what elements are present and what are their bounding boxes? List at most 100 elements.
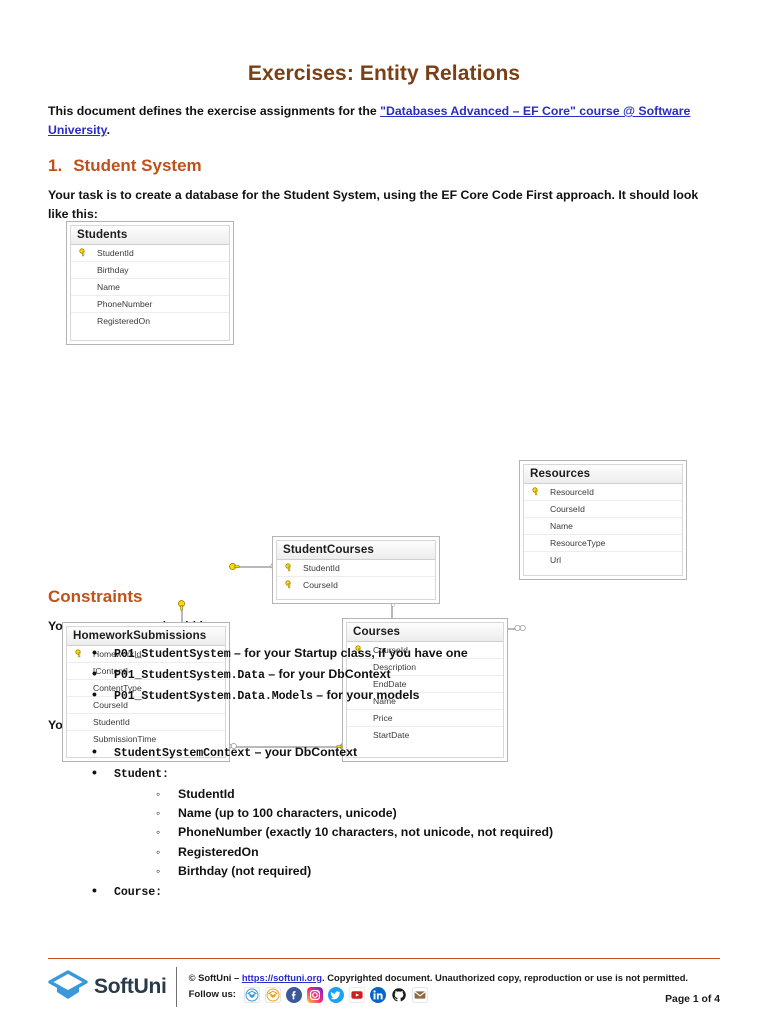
er-column-row: Name xyxy=(71,279,229,296)
softuni-blue-icon[interactable] xyxy=(244,986,260,1003)
softuni-logo: SoftUni xyxy=(48,967,177,1007)
er-column-name: Name xyxy=(97,282,120,292)
page-number: Page 1 of 4 xyxy=(665,994,720,1005)
relation-key-marker xyxy=(229,563,240,570)
model-properties-list: StudentId Name (up to 100 characters, un… xyxy=(114,785,720,882)
section-1-paragraph: Your task is to create a database for th… xyxy=(48,188,699,221)
er-table-students[interactable]: Students StudentId Birthday Name PhoneNu… xyxy=(66,221,234,345)
section-1-title: Student System xyxy=(73,156,202,175)
list-item: RegisteredOn xyxy=(154,843,720,863)
er-column-row: Name xyxy=(524,518,682,535)
er-column-row: ResourceType xyxy=(524,535,682,552)
model-code: StudentSystemContext xyxy=(114,747,252,761)
social-links-row: Follow us: xyxy=(188,986,720,1003)
list-item: Name (up to 100 characters, unicode) xyxy=(154,804,720,824)
er-column-name: Name xyxy=(550,521,573,531)
facebook-icon[interactable] xyxy=(286,986,302,1003)
er-table-body: StudentCourses StudentId CourseId xyxy=(276,540,436,600)
relation-key-marker xyxy=(178,600,185,611)
namespace-text: – for your Startup class, if you have on… xyxy=(230,646,468,660)
graduation-cap-icon xyxy=(48,970,88,999)
softuni-orange-icon[interactable] xyxy=(265,986,281,1003)
twitter-icon[interactable] xyxy=(328,986,344,1003)
connector-students-studentcourses xyxy=(234,566,274,568)
model-code: Student: xyxy=(114,768,169,782)
namespace-text: – for your models xyxy=(312,687,420,702)
list-item: StudentSystemContext – your DbContext xyxy=(90,742,720,763)
list-item: P01_StudentSystem – for your Startup cla… xyxy=(90,643,720,664)
er-column-row: Birthday xyxy=(71,262,229,279)
youtube-icon[interactable] xyxy=(349,986,365,1003)
er-table-resources[interactable]: Resources ResourceId CourseId Name Resou… xyxy=(519,460,687,580)
er-column-name: Price xyxy=(373,713,393,723)
er-table-title: StudentCourses xyxy=(277,541,435,560)
er-table-title: Resources xyxy=(524,465,682,484)
er-column-row: Url xyxy=(524,552,682,568)
model-text: – your DbContext xyxy=(251,745,358,760)
constraints-heading: Constraints xyxy=(48,587,143,606)
er-column-name: CourseId xyxy=(550,504,585,514)
linkedin-icon[interactable] xyxy=(370,986,386,1003)
er-column-name: StartDate xyxy=(373,730,410,740)
list-item: PhoneNumber (exactly 10 characters, not … xyxy=(154,823,720,843)
copyright-prefix: © SoftUni – xyxy=(188,971,242,983)
er-column-name: StudentId xyxy=(93,717,130,727)
softuni-url-link[interactable]: https://softuni.org xyxy=(241,971,323,983)
instagram-icon[interactable] xyxy=(307,986,323,1003)
er-table-body: Students StudentId Birthday Name PhoneNu… xyxy=(70,225,230,341)
er-table-title: Courses xyxy=(347,623,503,642)
er-column-row: StudentId xyxy=(67,714,225,731)
er-column-row: PhoneNumber xyxy=(71,296,229,313)
list-item: P01_StudentSystem.Data.Models – for your… xyxy=(90,685,720,706)
er-column-name: Url xyxy=(550,555,561,565)
list-item: Student: StudentId Name (up to 100 chara… xyxy=(90,763,720,882)
er-column-name: ResourceType xyxy=(550,538,606,548)
list-item: StudentId xyxy=(154,785,720,805)
footer-info: © SoftUni – https://softuni.org. Copyrig… xyxy=(177,972,720,1003)
page-footer: SoftUni © SoftUni – https://softuni.org.… xyxy=(48,958,720,1007)
course-link[interactable]: "Databases Advanced – EF Core" course @ … xyxy=(48,104,691,137)
relation-many-marker xyxy=(514,624,526,632)
follow-us-label: Follow us: xyxy=(188,989,236,1000)
er-column-row: StudentId xyxy=(71,245,229,262)
namespaces-list: P01_StudentSystem – for your Startup cla… xyxy=(48,643,720,706)
intro-suffix: . xyxy=(106,123,110,137)
section-1-heading: 1. Student System xyxy=(48,156,720,176)
models-list: StudentSystemContext – your DbContext St… xyxy=(48,742,720,902)
section-1-number: 1. xyxy=(48,156,63,175)
model-code: Course: xyxy=(114,886,163,900)
list-item: P01_StudentSystem.Data – for your DbCont… xyxy=(90,664,720,685)
namespace-code: P01_StudentSystem.Data xyxy=(114,668,265,682)
newsletter-icon[interactable] xyxy=(412,986,428,1003)
softuni-wordmark: SoftUni xyxy=(94,975,167,998)
namespace-code: P01_StudentSystem xyxy=(114,648,231,661)
primary-key-icon xyxy=(75,649,81,658)
namespace-code: P01_StudentSystem.Data.Models xyxy=(114,689,313,703)
intro-prefix: This document defines the exercise assig… xyxy=(48,104,381,118)
page-title: Exercises: Entity Relations xyxy=(247,62,521,85)
er-column-name: SubmissionTime xyxy=(93,734,157,744)
er-column-name: StudentId xyxy=(97,248,134,258)
er-column-row: StudentId xyxy=(277,560,435,577)
er-column-row: CourseId xyxy=(524,501,682,518)
document-content: Exercises: Entity Relations This documen… xyxy=(48,62,720,912)
er-column-name: ResourceId xyxy=(550,487,594,497)
er-column-row: Price xyxy=(347,710,503,727)
er-table-studentcourses[interactable]: StudentCourses StudentId CourseId xyxy=(272,536,440,604)
intro-paragraph: This document defines the exercise assig… xyxy=(48,102,720,140)
er-table-title: Students xyxy=(71,226,229,245)
copyright-suffix: . Copyrighted document. Unauthorized cop… xyxy=(322,971,689,983)
er-column-name: CourseId xyxy=(303,580,338,590)
er-column-name: RegisteredOn xyxy=(97,316,151,326)
er-column-row: RegisteredOn xyxy=(71,313,229,329)
primary-key-icon xyxy=(285,580,291,589)
list-item: Birthday (not required) xyxy=(154,862,720,882)
list-item: Course: xyxy=(90,881,720,902)
er-column-name: Birthday xyxy=(97,265,129,275)
namespace-text: – for your DbContext xyxy=(264,666,391,681)
primary-key-icon xyxy=(79,248,85,257)
primary-key-icon xyxy=(532,487,538,496)
github-icon[interactable] xyxy=(391,986,407,1003)
er-diagram: Students StudentId Birthday Name PhoneNu… xyxy=(48,221,720,762)
